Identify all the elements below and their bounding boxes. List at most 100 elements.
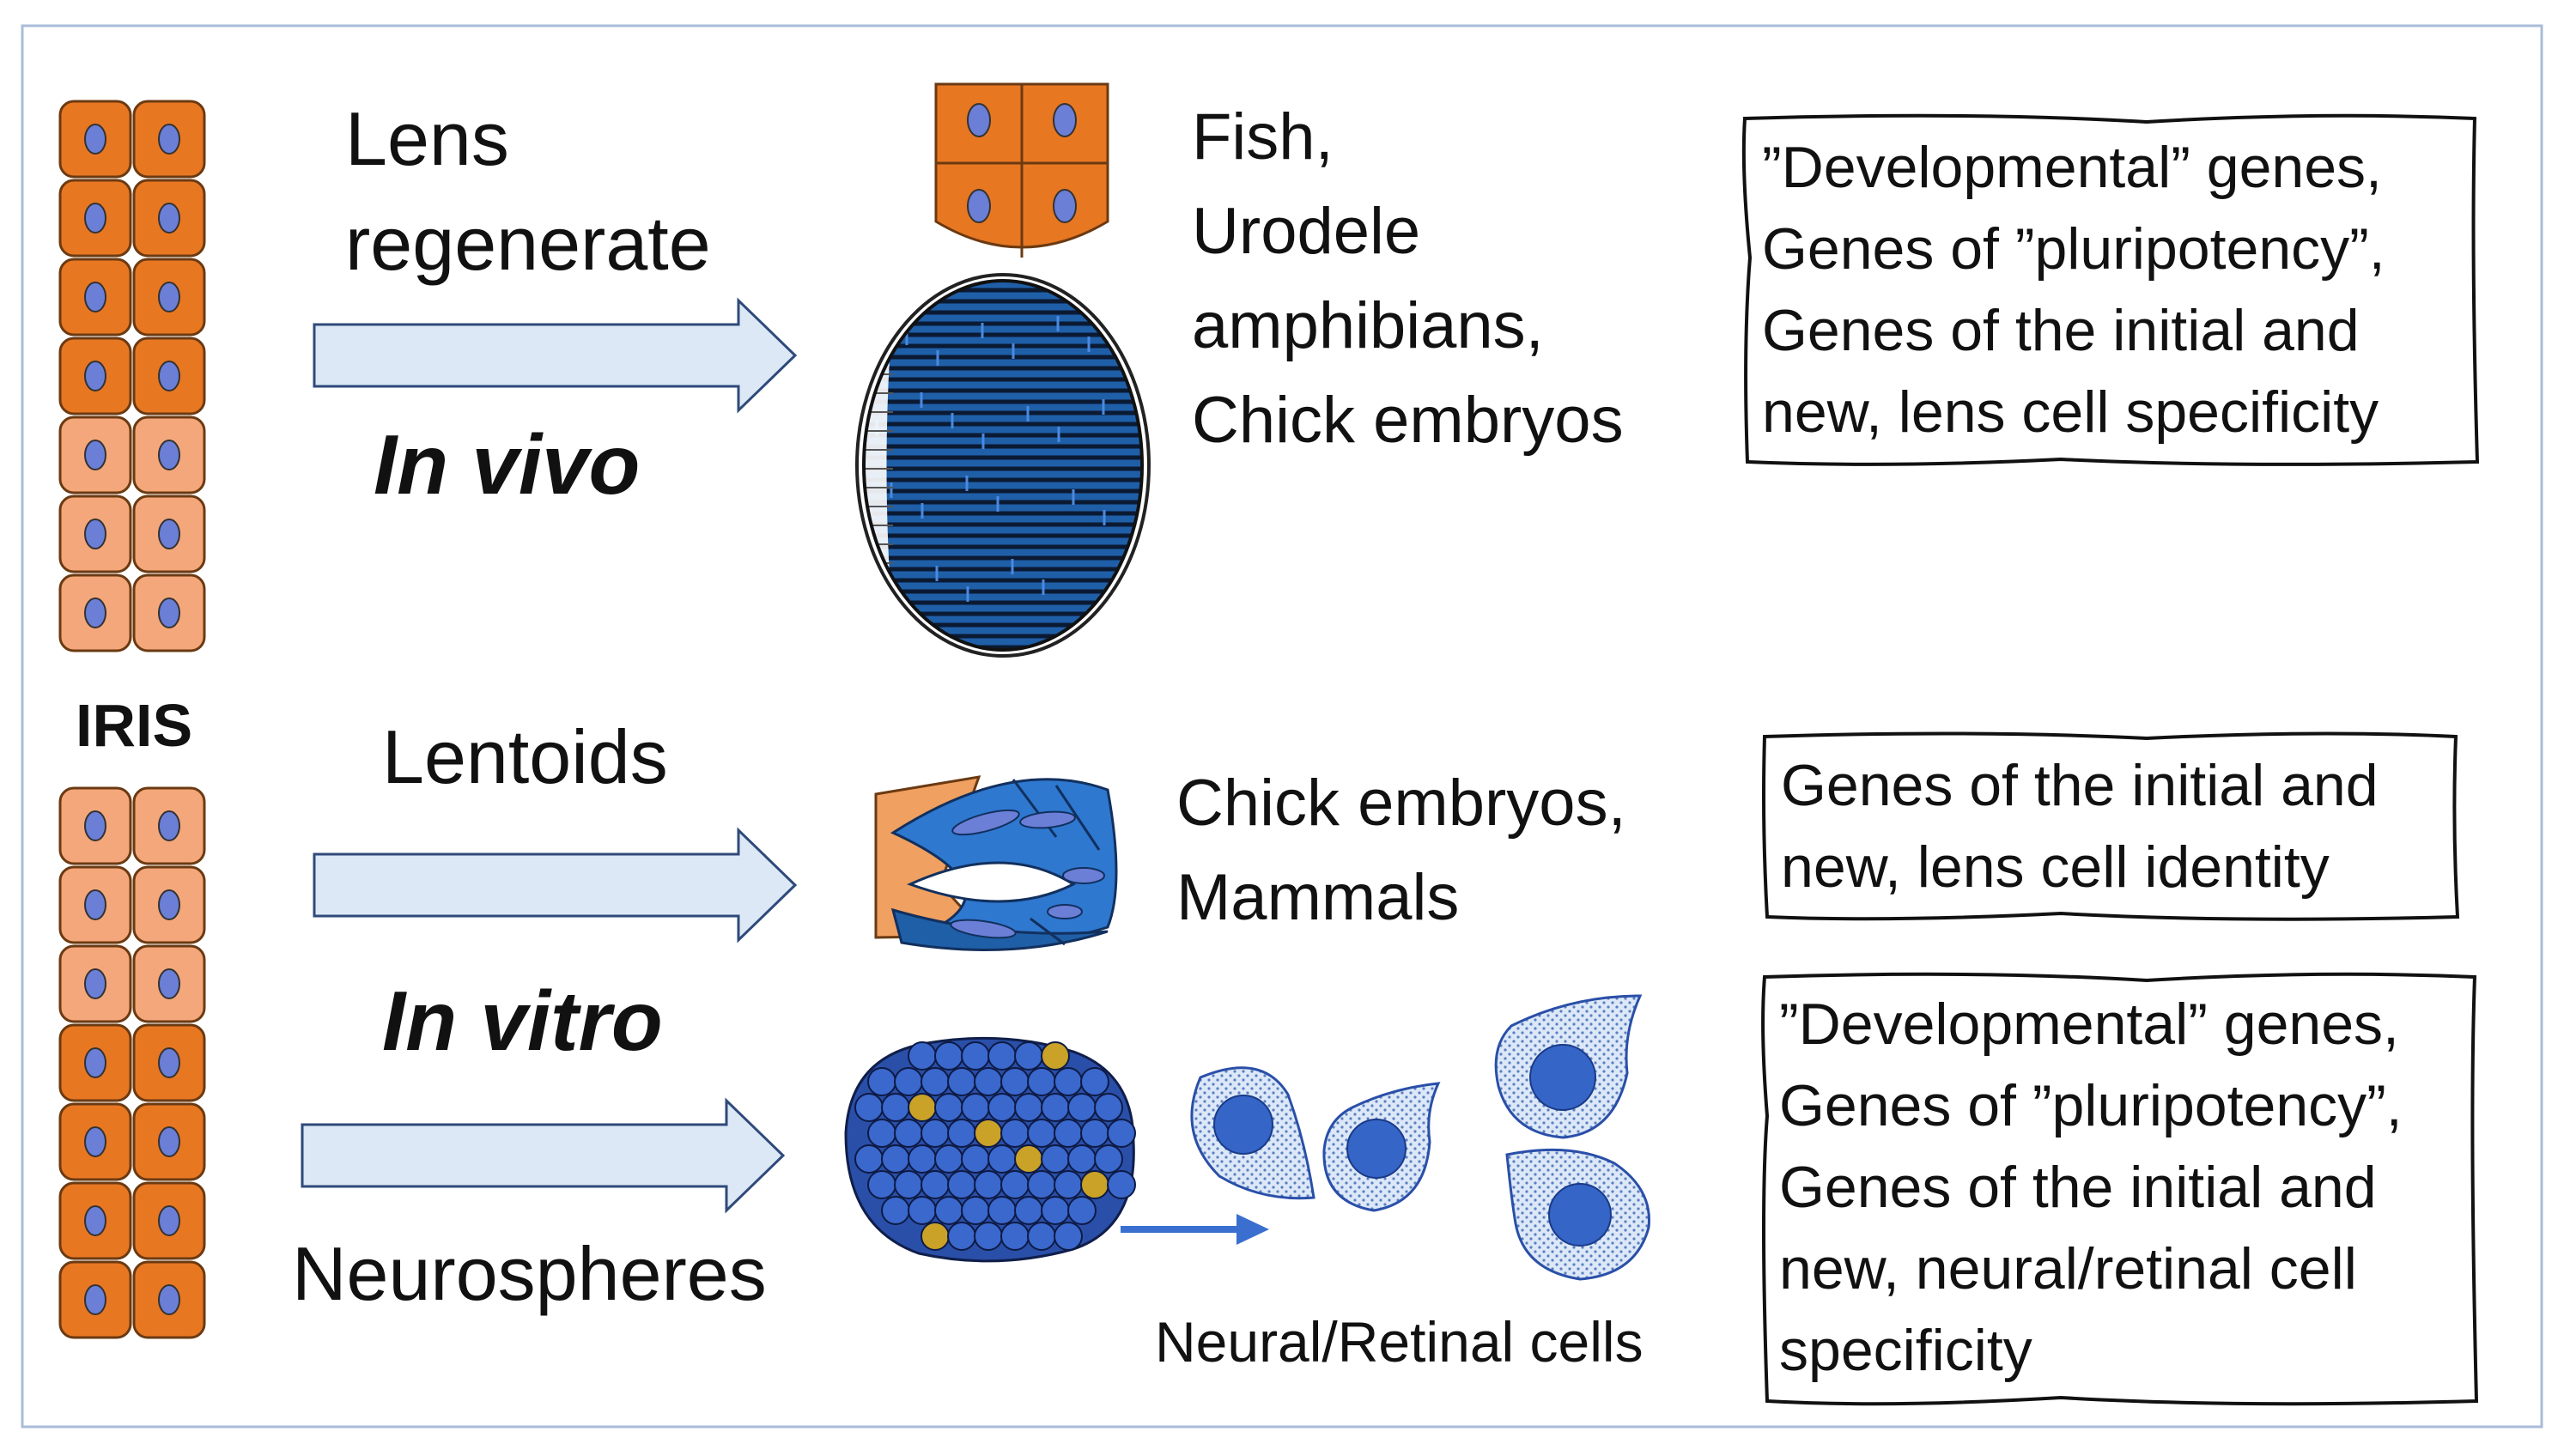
iris-label: IRIS [76,692,193,759]
neurosphere-cell [867,1119,896,1148]
lens-regenerate-label-line2: regenerate [345,201,711,286]
neurosphere-cell [974,1222,1003,1251]
cell-nucleus [84,598,106,628]
neurosphere-cell-cluster [844,1036,1136,1263]
neurosphere-cell [1027,1170,1056,1199]
cell-nucleus [84,124,106,155]
neurosphere-cell [867,1170,896,1199]
neurosphere-cell [881,1196,910,1225]
cell-nucleus [158,282,180,312]
neurosphere-cell [961,1041,990,1071]
box-top-line: Genes of ”pluripotency”, [1762,216,2385,282]
cell-nucleus [84,1205,106,1236]
neural-retinal-cells-label: Neural/Retinal cells [1155,1310,1644,1374]
box-middle-line: Genes of the initial and [1781,753,2379,818]
box-bottom-line: Genes of the initial and [1779,1155,2377,1220]
neurosphere-cell [1027,1119,1056,1148]
neurosphere-yellow-cell [920,1222,950,1251]
cell-nucleus [158,1205,180,1236]
organism-urodele: Urodele [1192,195,1421,268]
box-bottom-border [1761,972,2479,1406]
box-top-line: ”Developmental” genes, [1762,135,2382,200]
organism-chick-embryos: Chick embryos [1192,384,1624,457]
neurosphere-cell [974,1067,1003,1096]
cell-nucleus [84,1126,106,1157]
cell-nucleus [84,282,106,312]
neurosphere-cell [894,1170,923,1199]
neurosphere-cell [1067,1196,1097,1225]
neurosphere-cell [934,1144,963,1174]
lentoids-label: Lentoids [382,714,668,799]
neurosphere-cell [1054,1067,1083,1096]
organism-mammals: Mammals [1176,861,1460,934]
cell-nucleus [158,124,180,155]
neurosphere-cell [1027,1222,1056,1251]
cell-nucleus [84,1047,106,1078]
cell-nucleus [158,440,180,470]
organism-chick-embryos-2: Chick embryos, [1176,767,1626,840]
neurosphere-yellow-cell [1080,1170,1109,1199]
cell-nucleus [158,1284,180,1315]
neurosphere-cell [920,1170,950,1199]
cell-nucleus [158,519,180,549]
regenerated-lens [855,273,1151,658]
neurosphere-cell [867,1067,896,1096]
neurosphere-yellow-cell [1041,1041,1070,1071]
neurosphere-cell [881,1093,910,1122]
box-top-border [1741,113,2480,466]
outer-frame [21,24,2543,1429]
neurosphere-cell [947,1170,976,1199]
box-middle-border [1762,731,2460,921]
neurosphere-cell [920,1067,950,1096]
neurosphere-cell [894,1067,923,1096]
box-bottom-line: ”Developmental” genes, [1779,992,2399,1057]
cell-nucleus [84,519,106,549]
neurosphere-cell [1054,1119,1083,1148]
neurosphere-cell [854,1093,884,1122]
neurosphere-cell [1000,1170,1030,1199]
neurosphere-cell [934,1041,963,1071]
cell-nucleus [84,361,106,391]
box-top-line: Genes of the initial and [1762,298,2360,363]
lens-epithelium-cells [934,82,1109,258]
box-bottom-line: new, neural/retinal cell [1779,1236,2357,1301]
cell-nucleus [158,1047,180,1078]
in-vitro-label: In vitro [382,974,663,1068]
neurosphere-cell [961,1093,990,1122]
arrow-neurospheres [301,1097,786,1214]
neurosphere-cell [920,1119,950,1148]
in-vivo-label: In vivo [374,417,641,512]
neurosphere-cell [1107,1170,1136,1199]
cell-nucleus [84,968,106,999]
arrow-lens-regenerate [313,297,798,414]
neurosphere-yellow-cell [908,1093,937,1122]
neurosphere-cell [974,1170,1003,1199]
box-middle-text: Genes of the initial and new, lens cell … [1781,745,2379,908]
arrow-lentoids [313,827,798,943]
cell-nucleus [84,440,106,470]
neurosphere-yellow-cell [974,1119,1003,1148]
cell-nucleus [84,889,106,920]
neurosphere-cell [1041,1196,1070,1225]
cell-nucleus [84,203,106,234]
neurosphere-cell [947,1119,976,1148]
neurosphere-cell [1041,1144,1070,1174]
neurosphere-cell [908,1196,937,1225]
neurospheres-label: Neurospheres [292,1231,767,1316]
cell-nucleus [158,203,180,234]
neurosphere-cell [854,1144,884,1174]
box-middle-line: new, lens cell identity [1781,834,2330,900]
cell-nucleus [84,810,106,841]
cell-nucleus [158,361,180,391]
neurosphere-cell [1054,1170,1083,1199]
neurosphere-cell [987,1093,1017,1122]
neurosphere-cell [1014,1196,1043,1225]
cell-nucleus [158,889,180,920]
neurosphere-cell [947,1067,976,1096]
cell-nucleus [158,598,180,628]
box-bottom-text: ”Developmental” genes, Genes of ”pluripo… [1779,984,2403,1392]
box-top-line: new, lens cell specificity [1762,379,2379,445]
cell-nucleus [158,968,180,999]
